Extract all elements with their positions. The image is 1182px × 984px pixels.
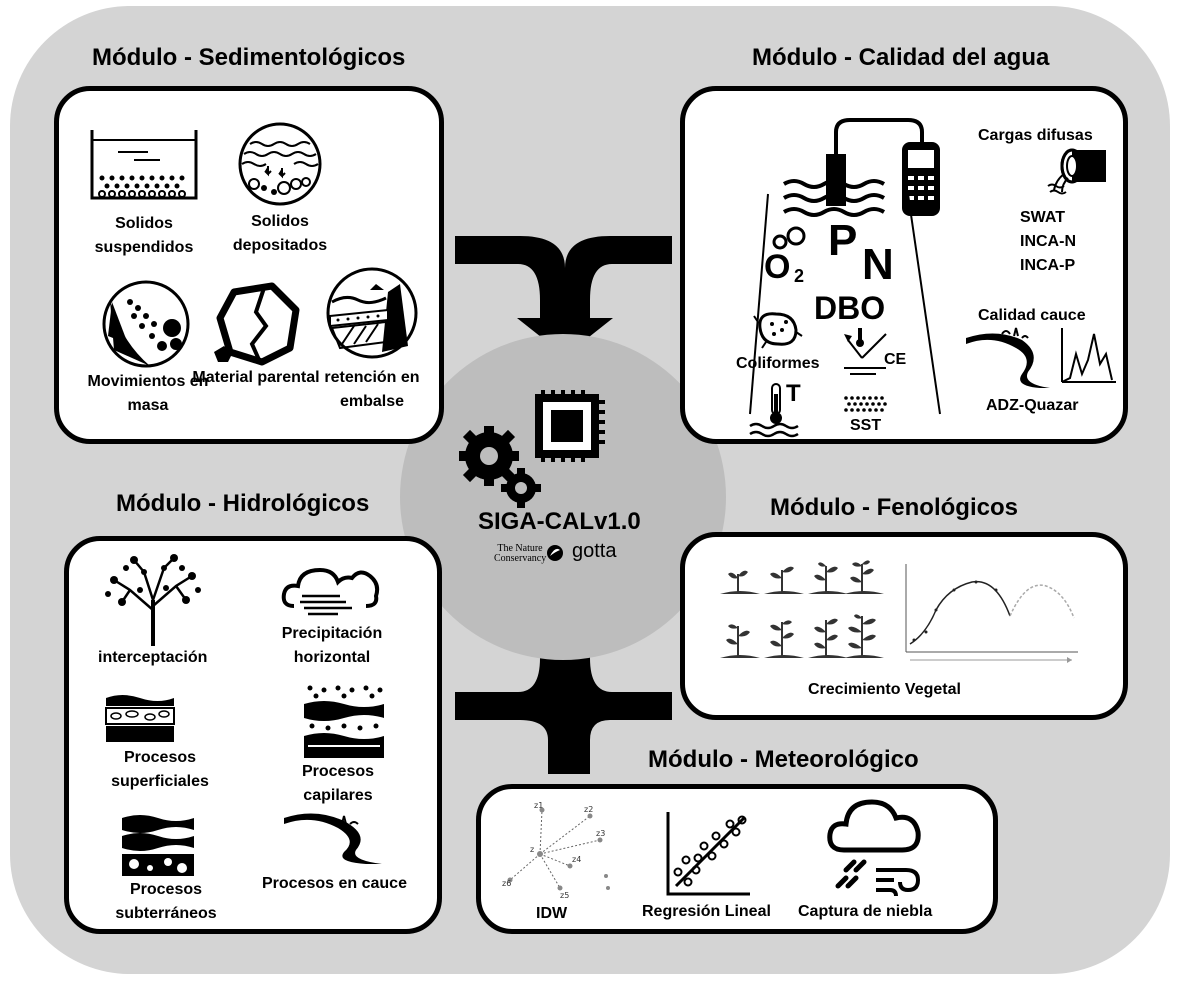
parent-material-icon — [214, 282, 300, 366]
label-SST: SST — [850, 417, 882, 434]
module-title-hidrologicos: Módulo - Hidrológicos — [116, 490, 370, 517]
label-DBO: DBO — [814, 290, 886, 326]
label-procesos-capilares: Procesos capilares — [301, 763, 375, 804]
label-model-swat: SWAT — [1020, 209, 1066, 226]
svg-text:z4: z4 — [572, 855, 581, 864]
label-coliformes: Coliformes — [736, 355, 820, 372]
tnc-leaf-icon — [547, 545, 563, 561]
fog-capture-icon — [827, 799, 921, 897]
label-model-inca-p: INCA-P — [1020, 257, 1076, 274]
linear-regression-icon — [666, 812, 750, 896]
growth-curve-chart-icon — [905, 564, 1078, 663]
module-box-fenologicos — [680, 532, 1128, 720]
water-probe-icon — [749, 118, 941, 415]
river-channel-icon — [284, 813, 382, 864]
label-crecimiento-vegetal: Crecimiento Vegetal — [808, 681, 961, 698]
diffuse-load-pipe-icon — [1047, 148, 1106, 195]
module-title-calidad: Módulo - Calidad del agua — [752, 44, 1050, 71]
module-box-meteorologico — [476, 784, 998, 934]
label-solidos-suspendidos: Solidos suspendidos — [94, 215, 194, 256]
label-T: T — [786, 380, 801, 407]
groundwater-processes-icon — [122, 815, 194, 876]
tree-interception-icon — [105, 554, 201, 646]
module-title-sedimentologicos: Módulo - Sedimentológicos — [92, 44, 406, 71]
svg-text:z3: z3 — [596, 829, 605, 838]
label-adz-quazar: ADZ-Quazar — [986, 397, 1079, 414]
label-procesos-en-cauce: Procesos en cauce — [262, 875, 407, 892]
svg-text:z2: z2 — [584, 805, 593, 814]
label-CE: CE — [884, 351, 907, 368]
svg-text:z6: z6 — [502, 879, 511, 888]
label-movimientos-en-masa: Movimientos en masa — [87, 373, 209, 414]
module-box-sedimentologicos — [54, 86, 444, 444]
capillary-processes-icon — [304, 685, 384, 758]
svg-text:z1: z1 — [534, 801, 543, 810]
idw-interpolation-icon: z1 z2 z3 z4 z5 z6 z — [502, 801, 610, 898]
surface-processes-icon — [105, 695, 175, 742]
label-retencion-embalse: retención en embalse — [324, 369, 420, 410]
reservoir-retention-icon — [326, 267, 418, 359]
label-O2-subscript: 2 — [794, 266, 805, 286]
svg-text:z5: z5 — [560, 891, 569, 898]
label-solidos-depositados: Solidos depositados — [232, 213, 328, 254]
thermometer-water-icon — [749, 383, 799, 438]
label-regresion-lineal: Regresión Lineal — [642, 903, 771, 920]
label-calidad-cauce: Calidad cauce — [978, 307, 1086, 324]
label-idw: IDW — [536, 905, 568, 922]
label-P: P — [828, 216, 858, 265]
module-title-meteorologico: Módulo - Meteorológico — [648, 746, 919, 773]
module-title-fenologicos: Módulo - Fenológicos — [770, 494, 1018, 521]
label-cargas-difusas: Cargas difusas — [978, 127, 1093, 144]
tnc-logo: The Nature Conservancy — [494, 543, 547, 564]
plant-growth-icon — [720, 560, 884, 658]
label-N: N — [862, 240, 894, 289]
sst-dots-icon — [844, 396, 887, 412]
mass-movement-icon — [102, 280, 190, 368]
river-concentration-icon — [966, 327, 1116, 388]
label-procesos-subterraneos: Procesos subterráneos — [115, 881, 217, 922]
bacteria-icon — [753, 312, 803, 349]
label-captura-de-niebla: Captura de niebla — [798, 903, 933, 920]
gears-chip-icon — [459, 390, 605, 508]
center-title: SIGA-CALv1.0 — [478, 508, 641, 535]
center-circle — [400, 334, 726, 660]
label-O2: O — [764, 248, 791, 286]
label-procesos-superficiales: Procesos superficiales — [111, 749, 209, 790]
svg-text:z: z — [530, 845, 534, 854]
label-model-inca-n: INCA-N — [1020, 233, 1076, 250]
suspended-solids-icon — [90, 130, 198, 200]
label-precipitacion-horizontal: Precipitación horizontal — [281, 625, 383, 666]
conductivity-icon — [844, 328, 887, 375]
deposited-solids-icon — [238, 122, 322, 206]
label-interceptacion: interceptación — [98, 649, 208, 666]
fog-cloud-icon — [281, 567, 380, 616]
label-material-parental: Material parental — [192, 369, 320, 386]
gotta-logo: gotta — [572, 540, 617, 562]
